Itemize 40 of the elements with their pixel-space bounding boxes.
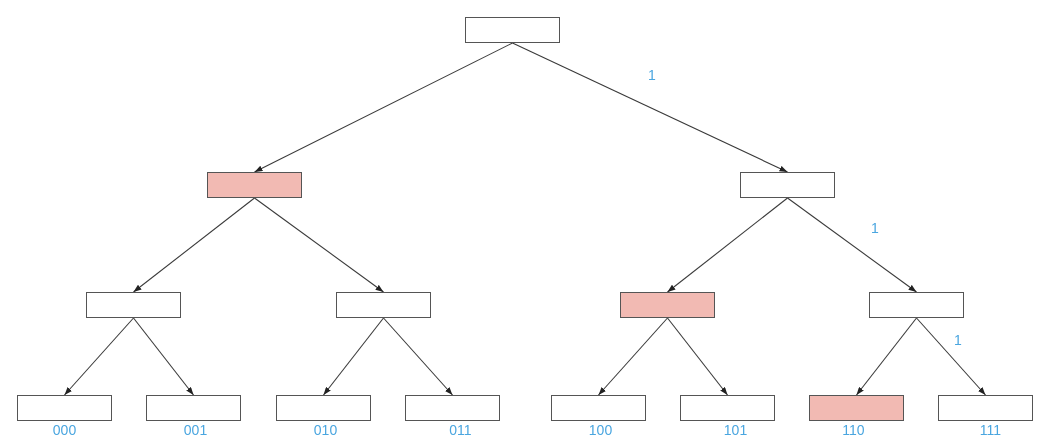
code-label: 101 (723, 422, 748, 438)
tree-node (276, 395, 371, 421)
code-label: 000 (52, 422, 77, 438)
code-label: 001 (183, 422, 208, 438)
highlighted-tree-node (620, 292, 715, 318)
edge-label: 1 (870, 220, 880, 236)
arrow (666, 317, 729, 396)
arrow (132, 317, 195, 396)
arrow (253, 197, 385, 293)
code-label: 110 (842, 422, 865, 438)
arrow (511, 42, 789, 173)
tree-node (405, 395, 500, 421)
arrow (786, 197, 918, 293)
arrow (666, 197, 789, 293)
code-label: 010 (313, 422, 338, 438)
code-label: 111 (979, 422, 1002, 438)
tree-node (551, 395, 646, 421)
edge-label: 1 (647, 67, 657, 83)
tree-node (938, 395, 1033, 421)
tree-node (86, 292, 181, 318)
arrow (597, 317, 669, 396)
arrow (253, 42, 514, 173)
highlighted-tree-node (207, 172, 302, 198)
tree-node (869, 292, 964, 318)
arrow (63, 317, 135, 396)
tree-node (680, 395, 775, 421)
arrow (855, 317, 918, 396)
tree-node (17, 395, 112, 421)
code-label: 011 (449, 422, 472, 438)
arrow (915, 317, 987, 396)
arrow (322, 317, 385, 396)
arrow (132, 197, 256, 293)
tree-node (146, 395, 241, 421)
code-label: 100 (588, 422, 613, 438)
tree-node (740, 172, 835, 198)
edge-label: 1 (953, 332, 963, 348)
tree-node (336, 292, 431, 318)
tree-node (465, 17, 560, 43)
highlighted-tree-node (809, 395, 904, 421)
arrow (382, 317, 454, 396)
